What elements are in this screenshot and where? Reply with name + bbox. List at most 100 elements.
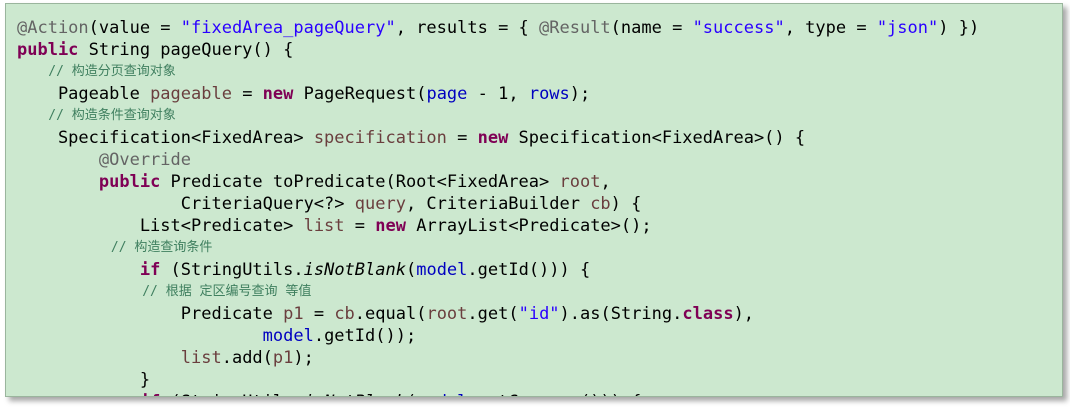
code-token: isNotBlank	[303, 260, 406, 280]
code-token: Predicate toPredicate(Root<FixedArea>	[160, 172, 560, 192]
code-line: // 根据 定区编号查询 等值	[17, 281, 979, 303]
code-line: Pageable pageable = new PageRequest(page…	[17, 83, 979, 105]
code-token: list	[303, 216, 345, 236]
code-token: rows	[528, 84, 570, 104]
code-token: .getCompany())) {	[467, 392, 641, 396]
code-token: .getId())) {	[467, 260, 591, 280]
code-token: model	[416, 260, 468, 280]
code-token	[17, 260, 140, 280]
code-token: model	[262, 326, 314, 346]
code-token: list	[180, 348, 222, 368]
code-token: ).as(String.	[559, 304, 683, 324]
code-line: Specification<FixedArea> specification =…	[17, 127, 979, 149]
code-token: "id"	[518, 304, 560, 324]
code-token: root	[426, 304, 468, 324]
code-token: page	[426, 84, 468, 104]
code-token: p1	[272, 348, 294, 368]
code-token	[17, 392, 140, 396]
code-line: // 构造查询条件	[17, 237, 979, 259]
code-line: public String pageQuery() {	[17, 39, 979, 61]
code-token	[17, 326, 263, 346]
code-token: (StringUtils.	[160, 260, 304, 280]
code-token: // 构造分页查询对象	[17, 64, 176, 79]
code-token: if	[140, 392, 160, 396]
code-token: .equal(	[354, 304, 427, 324]
code-token: (value =	[88, 18, 181, 38]
code-token: root	[559, 172, 601, 192]
code-token	[17, 348, 181, 368]
code-line: list.add(p1);	[17, 347, 979, 369]
code-token	[17, 172, 99, 192]
code-token: new	[262, 84, 294, 104]
code-token: =	[303, 304, 335, 324]
code-line: model.getId());	[17, 325, 979, 347]
code-token: (StringUtils.	[160, 392, 304, 396]
code-token: );	[293, 348, 314, 368]
code-token: @Result	[539, 18, 611, 38]
code-token: Specification<FixedArea>	[17, 128, 314, 148]
code-token: Predicate	[17, 304, 284, 324]
code-line: }	[17, 369, 979, 391]
code-token: ) })	[938, 18, 980, 38]
code-token: model	[416, 392, 467, 396]
code-token: specification	[313, 128, 447, 148]
code-token: , results = {	[395, 18, 540, 38]
code-line: @Action(value = "fixedArea_pageQuery", r…	[17, 17, 979, 39]
code-token: Specification<FixedArea>() {	[508, 128, 806, 148]
code-line: @Override	[17, 149, 979, 171]
code-token: public	[17, 40, 79, 60]
code-token: .get(	[467, 304, 519, 324]
code-token: =	[344, 216, 376, 236]
code-token: CriteriaQuery<?>	[17, 194, 355, 214]
code-token: @Override	[17, 150, 191, 170]
code-token: if	[139, 260, 161, 280]
code-token: @Action	[17, 18, 89, 38]
code-token: .getId());	[313, 326, 417, 346]
code-token: List<Predicate>	[17, 216, 304, 236]
code-token: // 构造查询条件	[17, 240, 213, 255]
code-token: String pageQuery() {	[78, 40, 294, 60]
code-line: if (StringUtils.isNotBlank(model.getId()…	[17, 259, 979, 281]
code-token: ,	[600, 172, 611, 192]
code-token: ),	[733, 304, 755, 324]
code-token: // 构造条件查询对象	[17, 108, 176, 123]
code-token: p1	[283, 304, 304, 324]
code-line: if (StringUtils.isNotBlank(model.getComp…	[17, 391, 979, 396]
code-token: , CriteriaBuilder	[405, 194, 591, 214]
code-token: "json"	[876, 18, 939, 38]
code-token: "fixedArea_pageQuery"	[180, 18, 396, 38]
code-token: ArrayList<Predicate>();	[405, 216, 652, 236]
code-token: Pageable	[17, 84, 151, 104]
code-token: =	[446, 128, 478, 148]
code-line: CriteriaQuery<?> query, CriteriaBuilder …	[17, 193, 979, 215]
code-token: isNotBlank	[304, 392, 406, 396]
code-token: ) {	[610, 194, 642, 214]
code-line: Predicate p1 = cb.equal(root.get("id").a…	[17, 303, 979, 325]
code-token: class	[682, 304, 734, 324]
code-token: public	[98, 172, 161, 192]
code-token: }	[17, 370, 151, 390]
code-line: List<Predicate> list = new ArrayList<Pre…	[17, 215, 979, 237]
code-line: // 构造条件查询对象	[17, 105, 979, 127]
code-token: PageRequest(	[293, 84, 427, 104]
code-token: query	[354, 194, 406, 214]
code-token: .add(	[221, 348, 273, 368]
code-token: (name =	[610, 18, 693, 38]
code-area[interactable]: @Action(value = "fixedArea_pageQuery", r…	[17, 17, 979, 396]
code-token: , type =	[784, 18, 877, 38]
code-editor[interactable]: @Action(value = "fixedArea_pageQuery", r…	[5, 3, 1063, 397]
code-line: // 构造分页查询对象	[17, 61, 979, 83]
code-token: cb	[590, 194, 611, 214]
code-token: (	[406, 392, 416, 396]
code-token: - 1,	[467, 84, 529, 104]
code-token: // 根据 定区编号查询 等值	[17, 284, 312, 299]
code-token: "success"	[692, 18, 785, 38]
code-token: =	[231, 84, 263, 104]
code-token: new	[477, 128, 509, 148]
code-token: cb	[334, 304, 355, 324]
code-token: new	[375, 216, 406, 236]
code-token: pageable	[150, 84, 232, 104]
code-line: public Predicate toPredicate(Root<FixedA…	[17, 171, 979, 193]
code-token: );	[569, 84, 591, 104]
code-token: (	[405, 260, 417, 280]
